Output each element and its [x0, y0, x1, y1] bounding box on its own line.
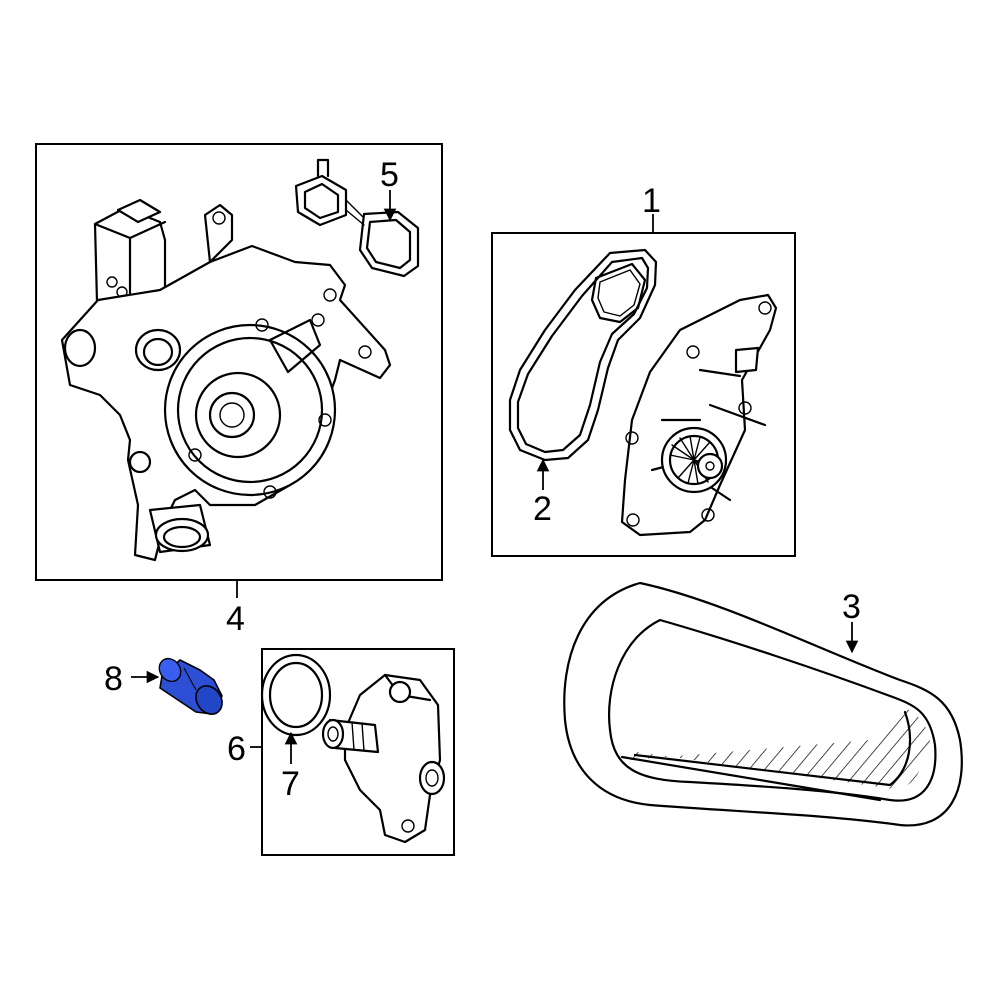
callout-6[interactable]: 6 — [227, 730, 246, 768]
callout-8[interactable]: 8 — [104, 660, 123, 698]
plug-part-8[interactable] — [155, 654, 228, 719]
gasket-part-5 — [294, 158, 420, 278]
water-pump-group — [491, 232, 796, 557]
o-ring-part-7 — [260, 653, 332, 737]
callout-7[interactable]: 7 — [281, 765, 300, 803]
callout-5[interactable]: 5 — [380, 156, 399, 194]
gasket-part-2 — [508, 248, 658, 462]
leader-lines — [131, 190, 859, 764]
water-pump-drawing — [620, 293, 778, 537]
water-pump-box — [491, 232, 796, 557]
callout-1[interactable]: 1 — [642, 182, 661, 220]
outlet-housing-box — [261, 648, 455, 856]
housing-assembly-group — [35, 143, 443, 581]
thermostat-housing-drawing — [60, 198, 392, 562]
outlet-housing-drawing — [321, 673, 446, 844]
callout-3[interactable]: 3 — [842, 588, 861, 626]
belt-part-3 — [563, 581, 963, 827]
housing-assembly-box — [35, 143, 443, 581]
callout-numbers: 1 2 3 4 5 6 7 8 — [104, 156, 861, 803]
callout-4[interactable]: 4 — [226, 600, 245, 638]
callout-2[interactable]: 2 — [533, 490, 552, 528]
outlet-housing-group — [260, 648, 455, 856]
